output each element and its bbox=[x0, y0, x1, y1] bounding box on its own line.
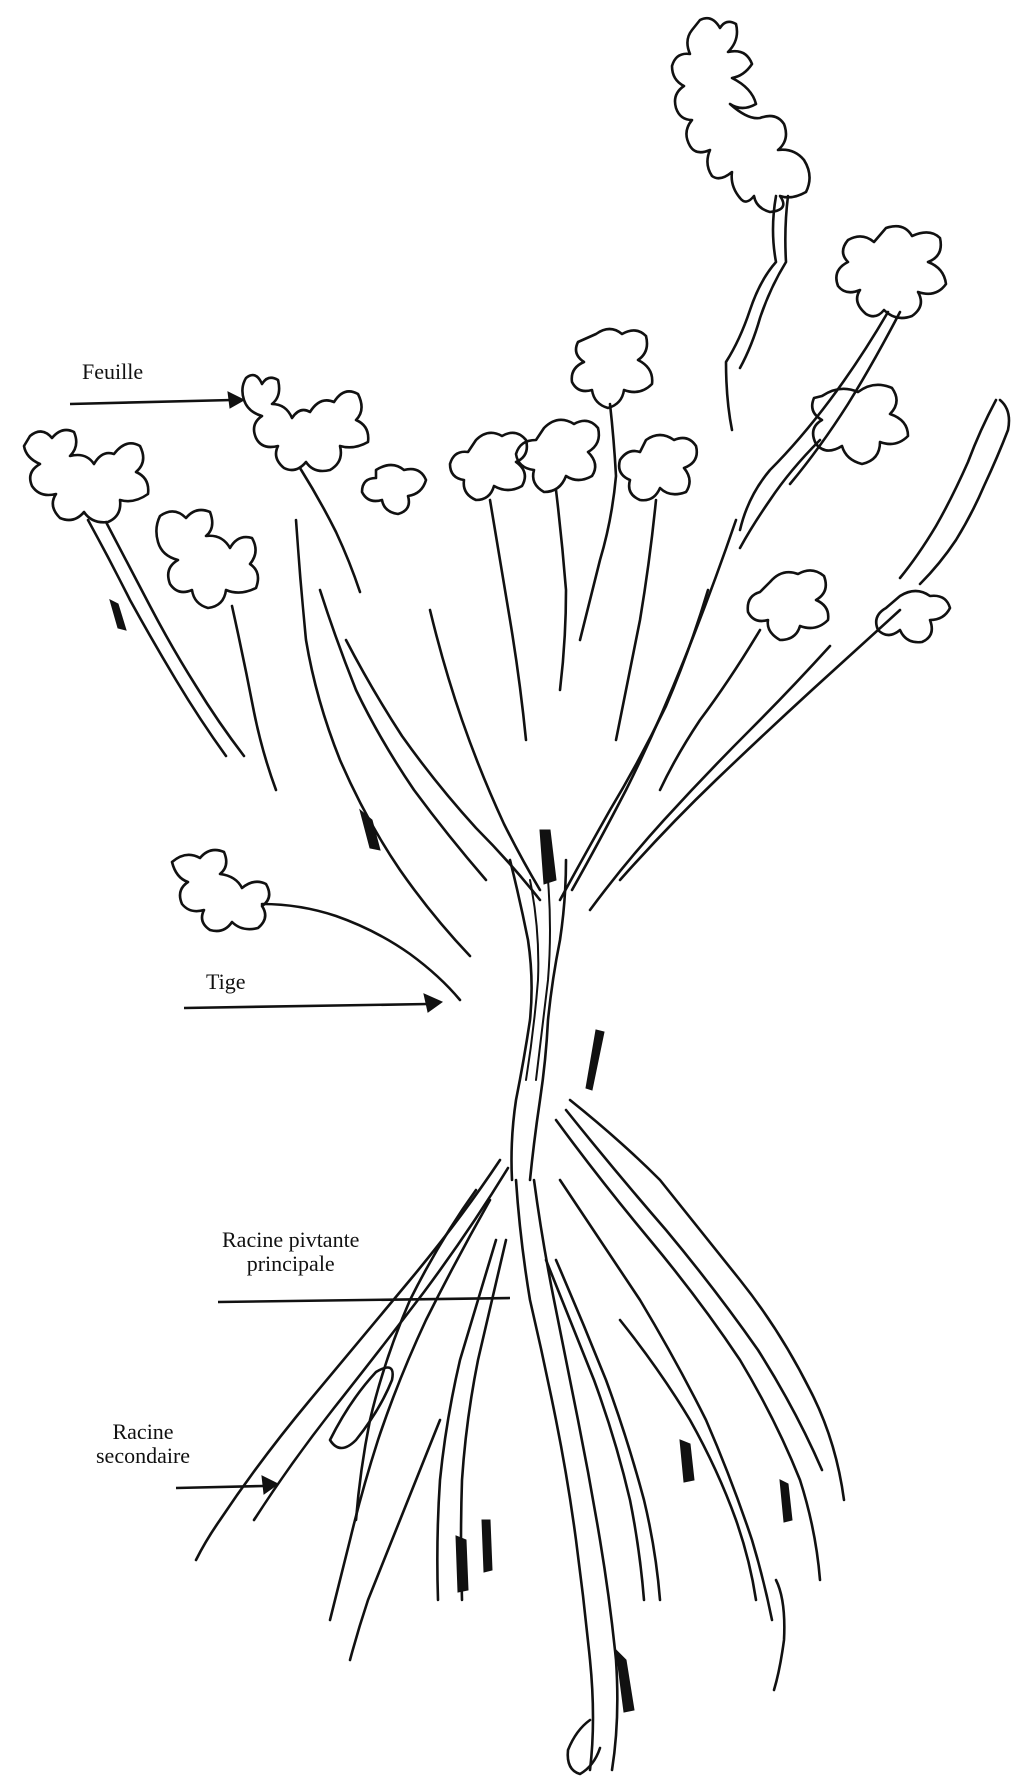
leaf-center-3 bbox=[450, 433, 527, 500]
label-racine-pivotante-line2: principale bbox=[222, 1252, 359, 1276]
root-left-1b bbox=[254, 1168, 508, 1520]
leaf-left-1 bbox=[24, 430, 148, 522]
label-racine-pivotante: Racine pivtante principale bbox=[222, 1228, 359, 1276]
root-left-node-2 bbox=[482, 1520, 492, 1572]
leaf-left-2-stalk bbox=[232, 606, 276, 790]
leaf-center-3-stalk bbox=[490, 500, 526, 740]
callout-arrows bbox=[70, 392, 510, 1494]
leaf-left-low bbox=[172, 850, 269, 931]
leaf-left-feuille-side bbox=[362, 465, 426, 514]
leaf-center-2 bbox=[516, 420, 599, 492]
leaf-right-2-stalk bbox=[740, 440, 820, 548]
root-left-loop bbox=[330, 1368, 393, 1449]
leaf-left-2 bbox=[156, 510, 258, 608]
taproot-tip bbox=[568, 1720, 600, 1774]
root-right-3 bbox=[570, 1100, 844, 1500]
leaf-center-4-stalk bbox=[616, 500, 656, 740]
root-group bbox=[196, 1100, 844, 1774]
stem-node bbox=[540, 830, 556, 884]
leaf-center-4 bbox=[619, 435, 697, 500]
stem-group bbox=[110, 600, 604, 1180]
label-racine-secondaire-line2: secondaire bbox=[96, 1444, 190, 1468]
leaf-stalk-d bbox=[430, 610, 540, 890]
leaf-center-2-stalk bbox=[556, 490, 566, 690]
leaf-right-1-stalk bbox=[740, 312, 888, 530]
taproot-right bbox=[534, 1180, 617, 1770]
label-tige: Tige bbox=[206, 970, 246, 994]
arrow-tige-head bbox=[424, 994, 442, 1012]
leaf-right-1 bbox=[836, 226, 946, 318]
leaf-left-1-stalk-b bbox=[106, 522, 244, 756]
leaf-left-low-stalk bbox=[262, 904, 460, 1000]
stem-node-2 bbox=[586, 1030, 604, 1090]
leaf-left-feuille bbox=[242, 375, 368, 471]
leaf-stalk-h bbox=[620, 610, 900, 880]
leaf-right-3-stalk bbox=[660, 630, 760, 790]
stem-node-3 bbox=[360, 810, 380, 850]
root-left-node bbox=[456, 1536, 468, 1592]
root-right-tip bbox=[774, 1580, 784, 1690]
arrow-racine-secondaire-head bbox=[262, 1476, 278, 1494]
leaf-right-1-stalk-b bbox=[790, 312, 900, 484]
arrow-racine-pivotante-line bbox=[218, 1298, 510, 1302]
leaf-group bbox=[24, 18, 1009, 1000]
root-right-node bbox=[680, 1440, 694, 1482]
root-right-1b bbox=[566, 1110, 822, 1470]
stem-left-edge bbox=[510, 860, 532, 1180]
leaf-far-right-2 bbox=[876, 591, 950, 642]
leaf-top-right-stalk-b bbox=[740, 196, 788, 368]
label-racine-secondaire: Racine secondaire bbox=[96, 1420, 190, 1468]
leaf-top-right bbox=[672, 18, 810, 212]
root-right-4b bbox=[556, 1260, 660, 1600]
leaf-far-right bbox=[920, 400, 1009, 584]
root-right-node-2 bbox=[780, 1480, 792, 1522]
root-right-2 bbox=[560, 1180, 772, 1620]
leaf-left-feuille-stalk bbox=[300, 468, 360, 592]
stem-node-4 bbox=[110, 600, 126, 630]
arrow-tige-line bbox=[184, 1004, 428, 1008]
leaf-top-right-stalk bbox=[726, 196, 776, 430]
leaf-center-top bbox=[572, 329, 652, 408]
arrow-racine-secondaire-line bbox=[176, 1486, 264, 1488]
taproot-node bbox=[616, 1650, 634, 1712]
root-right-4 bbox=[546, 1260, 644, 1600]
label-feuille: Feuille bbox=[82, 360, 143, 384]
leaf-right-2 bbox=[812, 385, 908, 464]
label-racine-pivotante-line1: Racine pivtante bbox=[222, 1228, 359, 1252]
leaf-stalk-a bbox=[296, 520, 470, 956]
leaf-left-1-stalk bbox=[88, 520, 226, 756]
taproot-left bbox=[516, 1180, 593, 1770]
label-racine-secondaire-line1: Racine bbox=[96, 1420, 190, 1444]
leaf-stalk-b bbox=[320, 590, 486, 880]
arrow-feuille-line bbox=[70, 400, 232, 404]
